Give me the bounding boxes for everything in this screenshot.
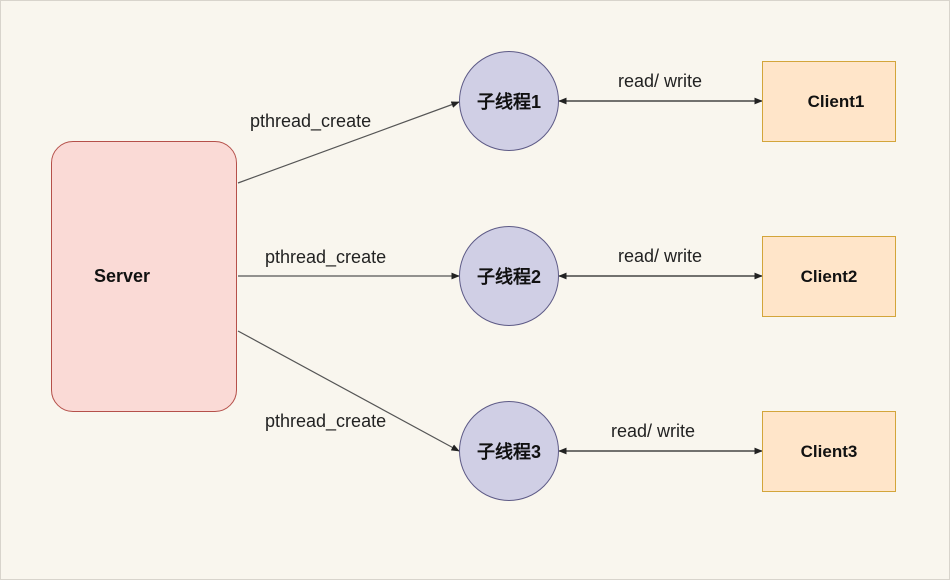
client-node-2: Client2 [762, 236, 896, 317]
thread-label-2: 子线程2 [476, 267, 541, 287]
client-label-1: Client1 [807, 91, 865, 111]
thread-node-2: 子线程2 [459, 226, 559, 326]
thread-label-1: 子线程1 [476, 92, 541, 112]
server-label: Server [94, 266, 151, 286]
thread-node-1: 子线程1 [459, 51, 559, 151]
thread-label-3: 子线程3 [476, 442, 541, 462]
edge-label-rw-2: read/ write [618, 246, 703, 266]
edge-server-thread-3 [237, 330, 460, 452]
client-node-3: Client3 [762, 411, 896, 492]
edge-label-rw-3: read/ write [611, 421, 696, 441]
edge-label-create-2: pthread_create [265, 247, 387, 267]
client-label-2: Client2 [800, 266, 858, 286]
client-node-1: Client1 [762, 61, 896, 142]
client-label-3: Client3 [800, 441, 858, 461]
edge-label-create-3: pthread_create [265, 411, 387, 431]
thread-node-3: 子线程3 [459, 401, 559, 501]
edge-label-create-1: pthread_create [250, 111, 372, 131]
edge-label-rw-1: read/ write [618, 71, 703, 91]
server-node: Server [51, 141, 237, 412]
